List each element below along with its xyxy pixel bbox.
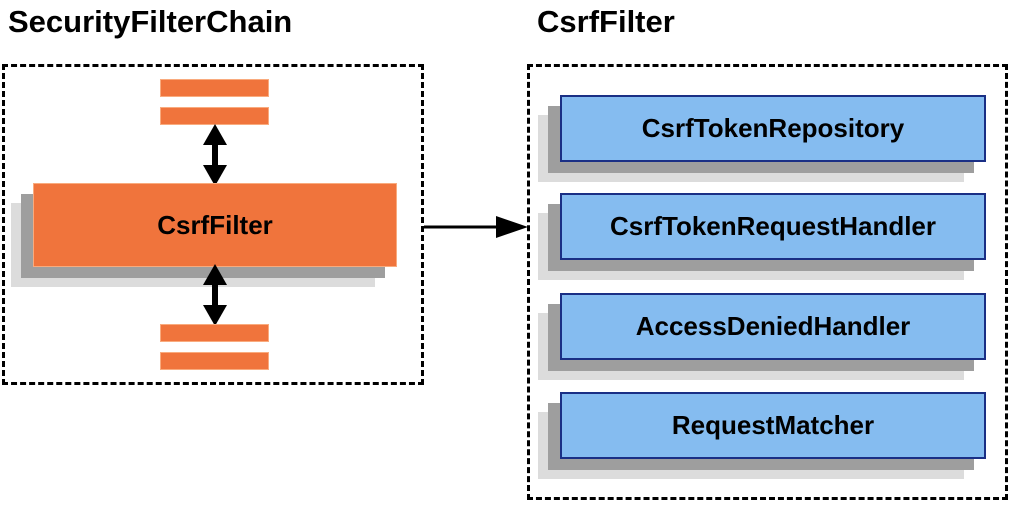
filter-placeholder-bar-top-2 [160,107,269,125]
csrf-token-repository-box: CsrfTokenRepository [560,95,986,162]
filter-placeholder-bar-bottom-1 [160,324,269,342]
request-matcher-box: RequestMatcher [560,392,986,459]
security-filter-chain-title: SecurityFilterChain [8,4,293,39]
bidirectional-arrow-bottom-icon [203,264,227,326]
csrf-token-repository-label: CsrfTokenRepository [641,113,905,143]
filter-placeholder-bar-bottom-2 [160,352,269,370]
csrf-filter-title: CsrfFilter [537,4,675,39]
access-denied-handler-label: AccessDeniedHandler [635,311,911,341]
csrf-filter-box: CsrfFilter [33,183,397,267]
bidirectional-arrow-top-icon [203,124,227,186]
filter-placeholder-bar-top-1 [160,79,269,97]
flow-arrow-icon [424,216,528,238]
csrf-filter-panel [527,64,1008,500]
csrf-token-request-handler-box: CsrfTokenRequestHandler [560,193,986,260]
csrf-token-request-handler-label: CsrfTokenRequestHandler [609,211,937,241]
request-matcher-label: RequestMatcher [671,410,875,440]
access-denied-handler-box: AccessDeniedHandler [560,293,986,360]
csrf-filter-box-label: CsrfFilter [157,209,273,240]
security-filter-chain-panel [2,64,424,385]
